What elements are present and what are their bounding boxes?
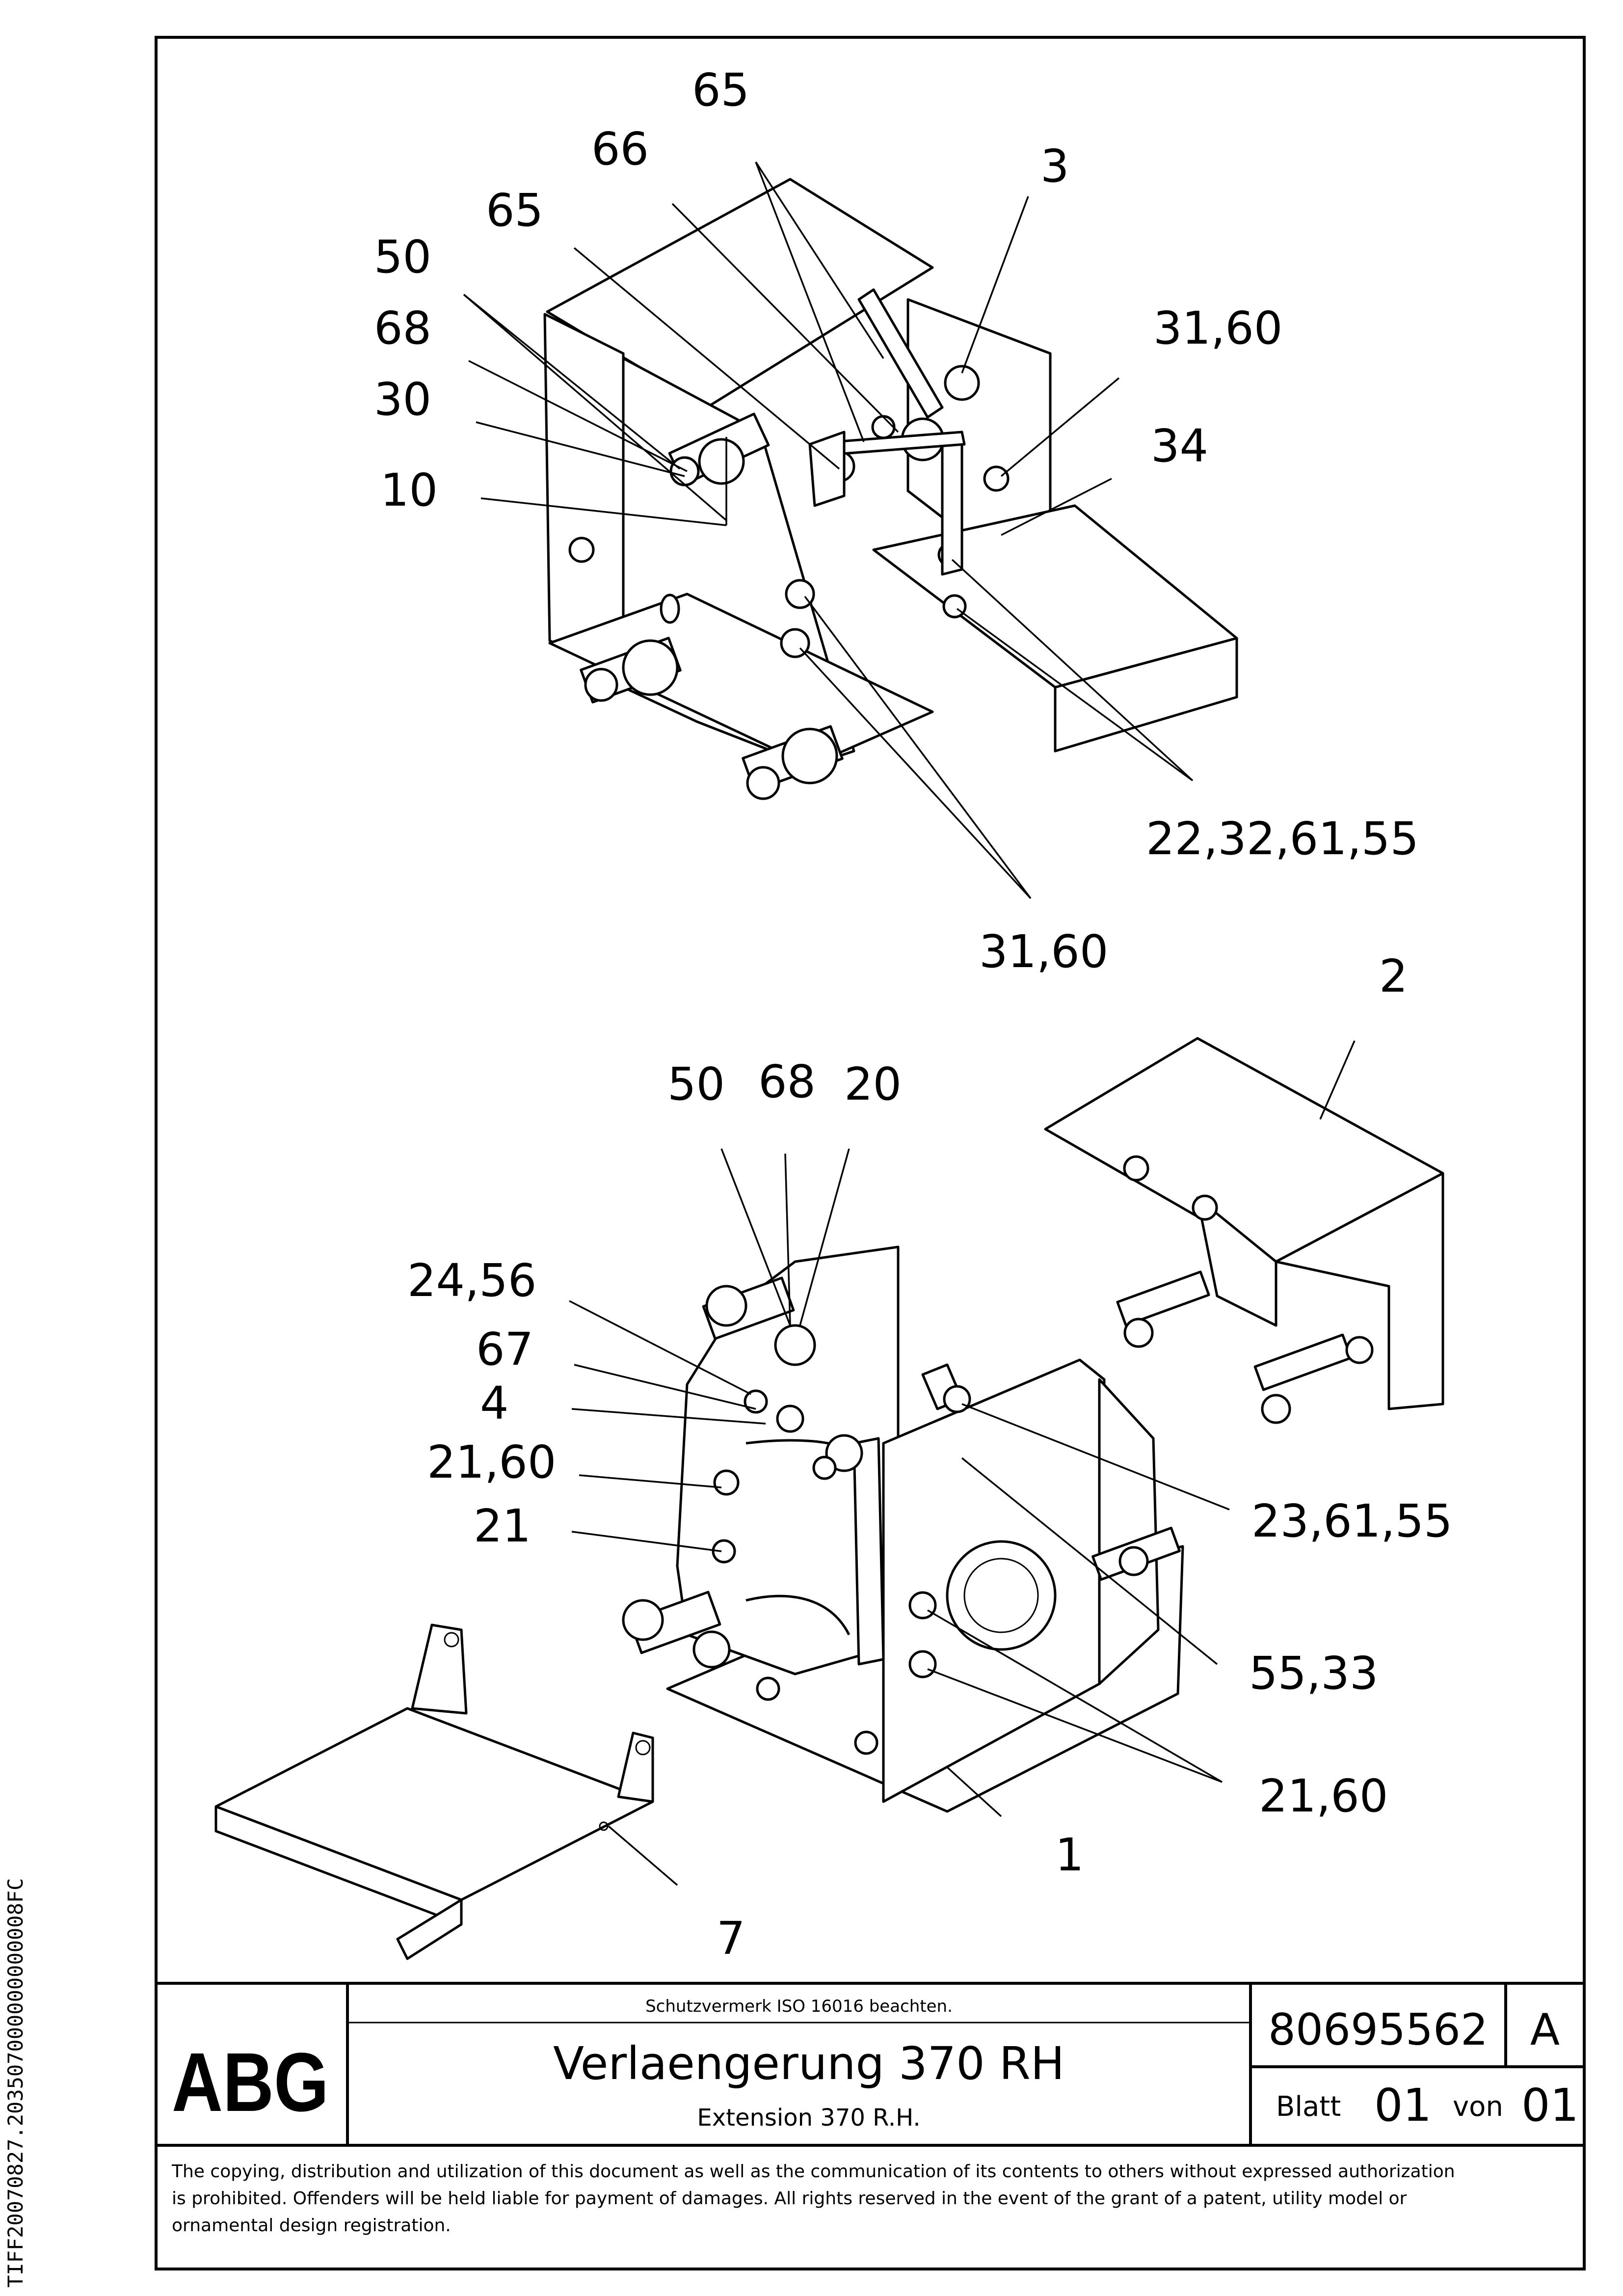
callout-label: 50 xyxy=(374,231,431,283)
bottom-leader-lines xyxy=(569,1040,1356,1886)
legal-line: is prohibited. Offenders will be held li… xyxy=(172,2188,1407,2209)
callout-label: 1 xyxy=(1055,1829,1084,1881)
legal-line: ornamental design registration. xyxy=(172,2215,451,2236)
callout-label: 21,60 xyxy=(1259,1770,1388,1822)
callout-label: 30 xyxy=(374,373,431,426)
sheet-label: Blatt xyxy=(1276,2091,1341,2123)
bottom-callouts: 2 50 68 20 24,56 67 4 21,60 21 23,61,55 … xyxy=(407,950,1453,1965)
top-leader-lines xyxy=(463,162,1194,899)
callout-label: 34 xyxy=(1151,420,1208,472)
title-block: ABG Schutzvermerk ISO 16016 beachten. Ve… xyxy=(156,1982,1584,2147)
top-assembly-illustration xyxy=(543,178,1238,800)
callout-label: 10 xyxy=(380,464,438,516)
callout-label: 21 xyxy=(474,1500,531,1552)
callout-label: 24,56 xyxy=(407,1254,536,1307)
callout-label: 50 xyxy=(667,1058,725,1110)
drawing-number: 80695562 xyxy=(1268,2004,1488,2055)
legal-line: The copying, distribution and utilizatio… xyxy=(171,2161,1455,2182)
callout-label: 31,60 xyxy=(979,925,1108,978)
callout-label: 67 xyxy=(476,1323,533,1376)
drawing-title-en: Extension 370 R.H. xyxy=(697,2104,920,2132)
drawing-frame xyxy=(155,36,1586,2270)
callout-label: 68 xyxy=(374,302,431,354)
callout-label: 66 xyxy=(591,123,649,175)
callout-label: 4 xyxy=(480,1377,509,1430)
drawing-title-de: Verlaengerung 370 RH xyxy=(553,2037,1064,2090)
bottom-assembly-illustration xyxy=(214,1037,1444,1960)
revision: A xyxy=(1530,2004,1560,2055)
callout-label: 23,61,55 xyxy=(1251,1495,1453,1547)
callout-label: 68 xyxy=(758,1055,816,1108)
file-code: TIFF20070827.203507000000000008FC xyxy=(3,1878,27,2288)
callout-label: 55,33 xyxy=(1249,1647,1378,1700)
callout-label: 65 xyxy=(692,64,749,116)
callout-label: 65 xyxy=(486,184,543,237)
callout-label: 7 xyxy=(717,1912,745,1965)
sheet-total: 01 xyxy=(1521,2079,1579,2132)
legal-notice: The copying, distribution and utilizatio… xyxy=(171,2161,1455,2236)
callout-label: 22,32,61,55 xyxy=(1146,812,1419,865)
callout-label: 3 xyxy=(1040,140,1069,192)
company-logo: ABG xyxy=(172,2036,329,2129)
callout-label: 2 xyxy=(1379,950,1408,1002)
callout-label: 20 xyxy=(844,1058,902,1110)
protection-note: Schutzvermerk ISO 16016 beachten. xyxy=(645,1997,953,2016)
sheet-number: 01 xyxy=(1374,2079,1432,2132)
top-callouts: 65 66 65 3 50 68 30 10 31,60 34 22,32,61… xyxy=(374,64,1419,978)
callout-label: 31,60 xyxy=(1153,302,1282,354)
callout-label: 21,60 xyxy=(427,1436,556,1488)
of-label: von xyxy=(1453,2091,1503,2123)
